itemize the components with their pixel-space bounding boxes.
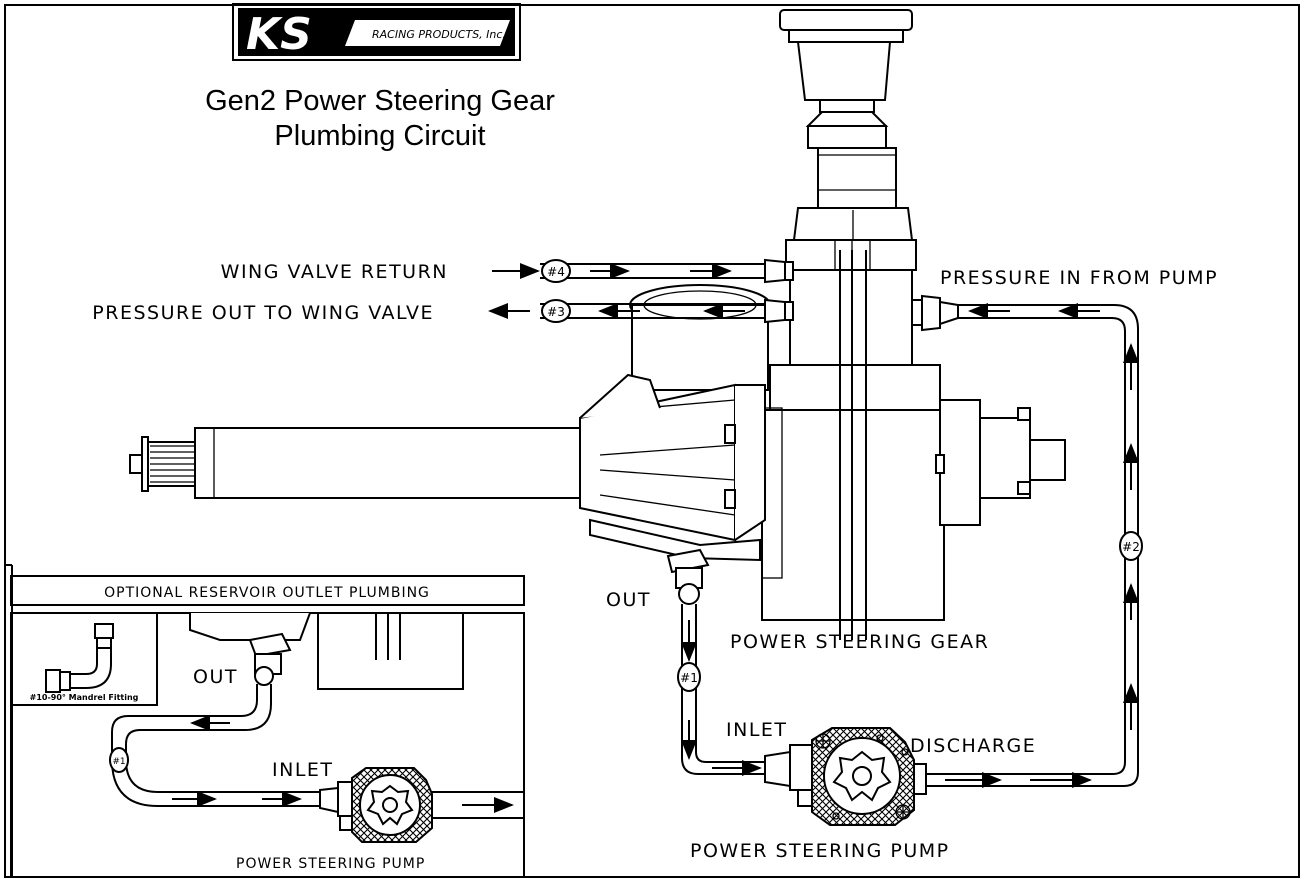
ks-logo: KS RACING PRODUCTS, Inc. <box>232 3 521 61</box>
line-1-gear-out: #1 <box>677 604 765 776</box>
label-pressure-in: PRESSURE IN FROM PUMP <box>940 267 1218 289</box>
inset-line-tag: #1 <box>112 757 125 767</box>
line-tag-3: #3 <box>547 305 565 319</box>
title-line2: Plumbing Circuit <box>274 120 485 152</box>
line-3-pressure-out: #3 <box>488 298 794 324</box>
label-out: OUT <box>606 589 651 611</box>
logo-letters: KS <box>246 9 312 60</box>
inset-title: OPTIONAL RESERVOIR OUTLET PLUMBING <box>104 585 430 601</box>
label-inlet: INLET <box>726 719 788 741</box>
label-pressure-out: PRESSURE OUT TO WING VALVE <box>92 302 434 324</box>
label-discharge: DISCHARGE <box>910 735 1036 757</box>
out-fitting <box>666 548 710 605</box>
label-wing-valve-return: WING VALVE RETURN <box>221 261 448 283</box>
line-2-pressure-in: #2 <box>911 294 1143 788</box>
mandrel-fitting-icon <box>45 623 114 693</box>
line-tag-1: #1 <box>680 671 698 685</box>
gear-cone-body <box>579 373 766 562</box>
label-pump: POWER STEERING PUMP <box>690 840 950 862</box>
fitting-caption: #10-90° Mandrel Fitting <box>30 693 139 702</box>
gear-housing <box>761 240 1066 640</box>
power-steering-pump <box>764 727 927 826</box>
line-tag-4: #4 <box>547 265 565 279</box>
rack-tube <box>129 427 586 499</box>
line-tag-2: #2 <box>1122 540 1140 554</box>
title-line1: Gen2 Power Steering Gear <box>205 85 555 117</box>
steering-column <box>779 9 917 271</box>
inset-label-inlet: INLET <box>272 759 334 781</box>
logo-tagline: RACING PRODUCTS, Inc. <box>372 28 506 41</box>
line-4-wing-return: #4 <box>492 258 794 284</box>
drawing-frame <box>4 4 1300 878</box>
inset-panel: OPTIONAL RESERVOIR OUTLET PLUMBING #10-9… <box>10 575 525 878</box>
valve-housing <box>629 284 771 391</box>
inset-label-out: OUT <box>193 666 238 688</box>
label-gear: POWER STEERING GEAR <box>730 631 989 653</box>
inset-label-pump: POWER STEERING PUMP <box>236 856 425 872</box>
